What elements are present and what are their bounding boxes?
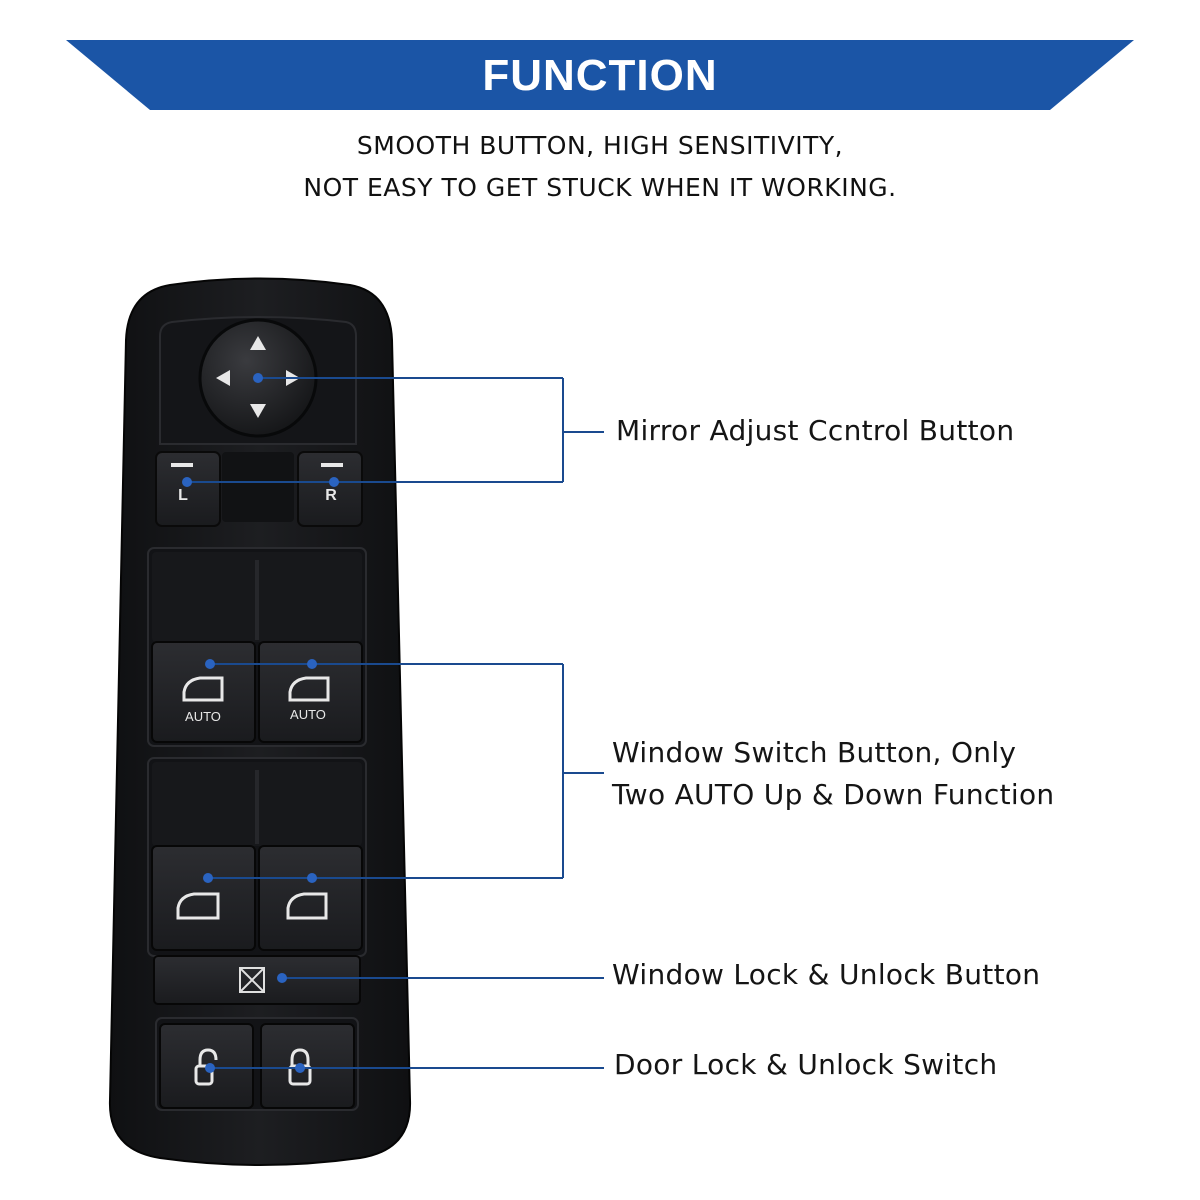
- mirror-callout-lines: [185, 377, 604, 483]
- mirror-right-label: R: [325, 487, 337, 504]
- window-switch-front-left: [151, 641, 256, 743]
- window-switch-rear-left: [151, 845, 256, 951]
- window-icon: [182, 676, 224, 702]
- arrow-up-icon: [250, 336, 266, 350]
- unlock-icon: [194, 1048, 218, 1086]
- window-lock-icon: [239, 967, 265, 993]
- window-callout-label-line2: Two AUTO Up & Down Function: [612, 778, 1055, 811]
- arrow-down-icon: [250, 404, 266, 418]
- auto-label-left: AUTO: [185, 709, 221, 724]
- window-callout-lines: [208, 663, 604, 879]
- window-icon: [288, 676, 330, 702]
- window-icon: [286, 892, 328, 920]
- window-switch-rear-right: [258, 845, 363, 951]
- window-callout-label-line1: Window Switch Button, Only: [612, 736, 1017, 769]
- window-lock-callout-label: Window Lock & Unlock Button: [612, 958, 1041, 991]
- subtitle-line-1: SMOOTH BUTTON, HIGH SENSITIVITY,: [356, 131, 844, 160]
- mirror-left-indicator: [171, 463, 193, 467]
- mirror-callout-label: Mirror Adjust Ccntrol Button: [616, 414, 1015, 447]
- mirror-right-button: [297, 451, 363, 527]
- window-icon: [176, 892, 220, 920]
- arrow-left-icon: [216, 370, 230, 386]
- window-lock-button: [153, 955, 361, 1005]
- door-lock-callout-label: Door Lock & Unlock Switch: [614, 1048, 998, 1081]
- window-switch-front-right: [258, 641, 363, 743]
- mirror-left-label: L: [178, 487, 188, 504]
- mirror-left-button: [155, 451, 221, 527]
- auto-label-right: AUTO: [290, 707, 326, 722]
- function-banner: [66, 40, 1134, 110]
- subtitle-line-2: NOT EASY TO GET STUCK WHEN IT WORKING.: [303, 173, 897, 202]
- mirror-right-indicator: [321, 463, 343, 467]
- banner-title: FUNCTION: [482, 51, 718, 100]
